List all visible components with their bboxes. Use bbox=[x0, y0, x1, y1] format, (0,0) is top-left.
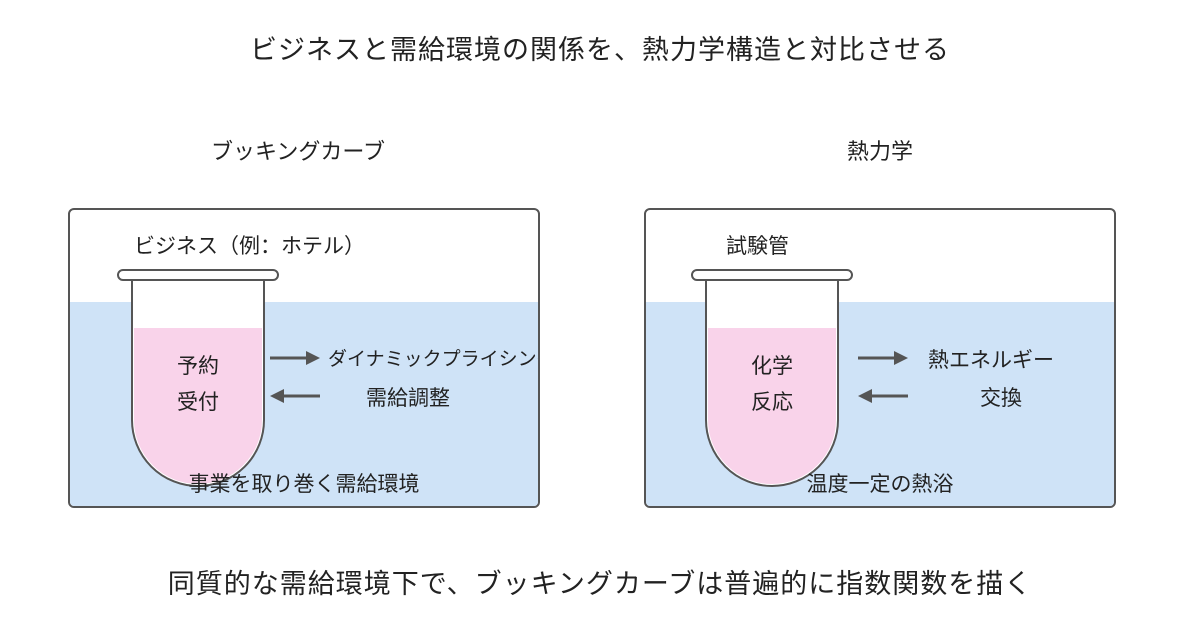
left-test-tube bbox=[117, 269, 320, 487]
right-bath-label: 温度一定の熱浴 bbox=[806, 472, 954, 496]
left-arrow-left-label: 需給調整 bbox=[366, 386, 450, 410]
left-arrow-right-label: ダイナミックプライシング bbox=[328, 348, 540, 370]
right-arrow-left bbox=[858, 389, 908, 403]
left-arrow-left bbox=[270, 389, 320, 403]
left-arrow-right bbox=[270, 351, 320, 365]
right-panel-heading: 熱力学 bbox=[846, 140, 913, 165]
diagram-footer: 同質的な需給環境下で、ブッキングカーブは普遍的に指数関数を描く bbox=[167, 569, 1033, 600]
right-test-tube bbox=[691, 269, 908, 487]
right-tube-label-1: 化学 bbox=[751, 354, 793, 378]
right-tube-label-2: 反応 bbox=[751, 390, 793, 414]
right-arrow-left-label: 交換 bbox=[980, 386, 1022, 410]
right-vessel-label: 試験管 bbox=[726, 234, 789, 258]
left-tube-label-2: 受付 bbox=[177, 390, 219, 414]
right-arrow-right bbox=[858, 351, 908, 365]
diagram-title: ビジネスと需給環境の関係を、熱力学構造と対比させる bbox=[250, 35, 950, 66]
right-panel: 試験管 化学 反応 熱エネルギー 交換 温度一定の熱浴 bbox=[644, 208, 1116, 508]
left-panel: ビジネス（例：ホテル） 予約 受付 ダイナミックプライシング 需給調整 事業を取… bbox=[68, 208, 540, 508]
left-tube-label-1: 予約 bbox=[177, 354, 219, 378]
left-panel-heading: ブッキングカーブ bbox=[210, 140, 386, 165]
left-bath-label: 事業を取り巻く需給環境 bbox=[188, 472, 420, 496]
right-arrow-right-label: 熱エネルギー bbox=[928, 348, 1054, 372]
left-vessel-label: ビジネス（例：ホテル） bbox=[134, 234, 365, 258]
